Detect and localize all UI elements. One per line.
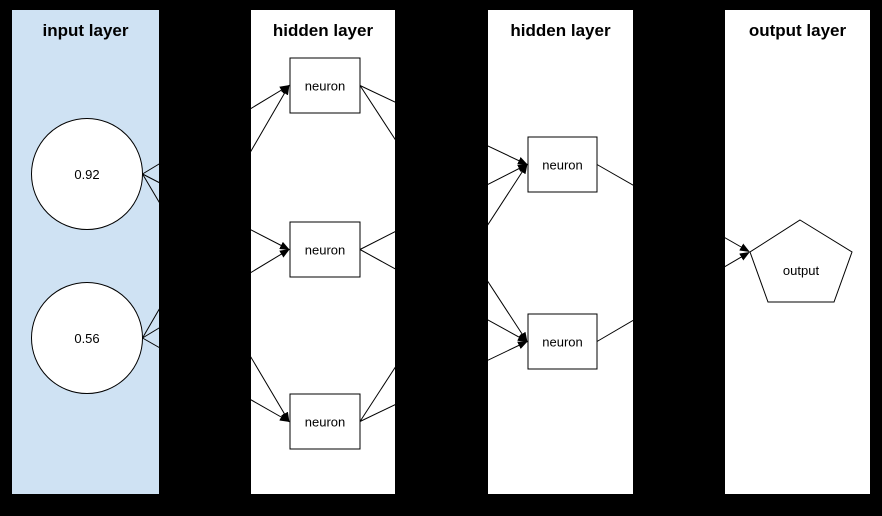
hidden2-neuron-1 <box>527 136 598 193</box>
edge-hidden1-2-hidden2-1 <box>359 164 528 250</box>
edge-input2-hidden1-1 <box>142 84 290 339</box>
hidden2-neuron-2-label: neuron <box>542 335 582 350</box>
hidden1-neuron-2 <box>289 221 361 278</box>
edge-input2-hidden1-2 <box>142 248 290 339</box>
hidden1-neuron-3-label: neuron <box>305 415 345 430</box>
edge-hidden1-1-hidden2-1 <box>359 85 528 165</box>
hidden-layer-1-title: hidden layer <box>273 21 374 40</box>
output-node-label: output <box>783 263 820 278</box>
edge-input2-hidden1-3 <box>142 337 290 422</box>
edge-hidden1-3-hidden2-2 <box>359 341 528 422</box>
input-layer-title: input layer <box>43 21 129 40</box>
hidden2-neuron-1-label: neuron <box>542 158 582 173</box>
edge-hidden1-1-hidden2-2 <box>359 85 528 343</box>
input-node-2-label: 0.56 <box>74 331 99 346</box>
edge-hidden1-3-hidden2-1 <box>359 163 528 422</box>
edge-hidden2-2-output <box>596 251 750 342</box>
input-layer-panel <box>12 10 159 494</box>
hidden1-neuron-2-label: neuron <box>305 243 345 258</box>
edge-input1-hidden1-1 <box>142 84 290 175</box>
hidden1-neuron-1 <box>289 57 361 114</box>
edge-hidden2-1-output <box>596 164 750 252</box>
hidden-layer-2-title: hidden layer <box>510 21 611 40</box>
input-node-1-label: 0.92 <box>74 167 99 182</box>
hidden-layer-2-panel <box>488 10 633 494</box>
output-node <box>749 219 853 303</box>
edge-input1-hidden1-3 <box>142 173 290 423</box>
hidden1-neuron-1-label: neuron <box>305 79 345 94</box>
hidden1-neuron-3 <box>289 393 361 450</box>
hidden2-neuron-2 <box>527 313 598 370</box>
edge-hidden1-2-hidden2-2 <box>359 249 528 342</box>
output-layer-title: output layer <box>749 21 847 40</box>
